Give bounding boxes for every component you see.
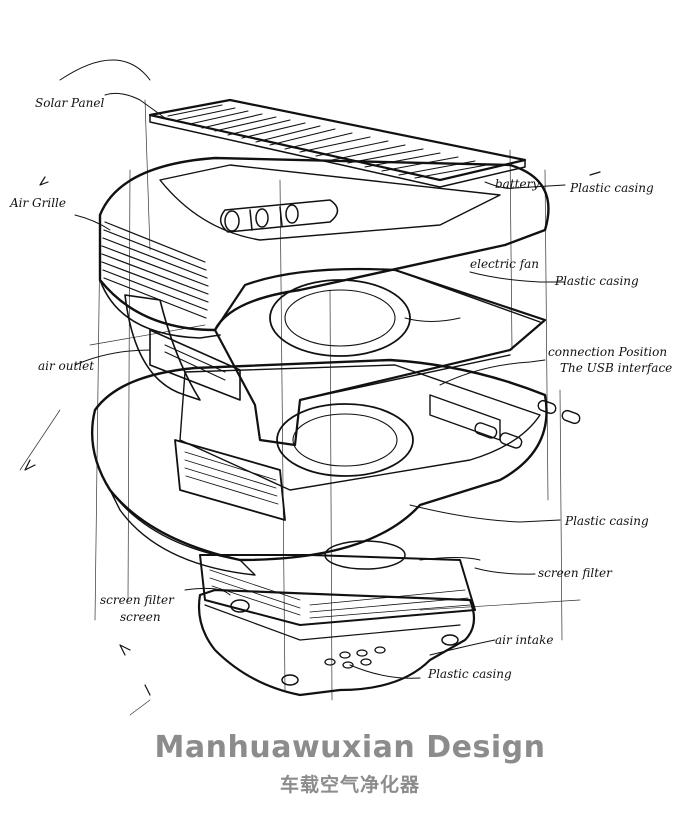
top-casing — [98, 156, 550, 339]
leader-lines — [59, 59, 566, 679]
base-casing — [197, 588, 476, 697]
label-usb-interface: The USB interface — [560, 361, 672, 375]
label-plastic-casing-fan: Plastic casing — [554, 274, 639, 288]
usb-ports — [474, 399, 581, 449]
label-screen-filter-right: screen filter — [538, 566, 613, 580]
label-solar-panel: Solar Panel — [35, 96, 105, 110]
label-plastic-casing-top: Plastic casing — [569, 181, 654, 195]
middle-casing — [90, 358, 581, 576]
outlet-body — [124, 294, 241, 401]
label-plastic-casing-base: Plastic casing — [427, 667, 512, 681]
label-electric-fan: electric fan — [470, 257, 539, 271]
label-air-grille: Air Grille — [9, 196, 66, 210]
annotation-labels: Solar Panel Air Grille battery Plastic c… — [9, 96, 672, 681]
air-intake-holes — [324, 646, 386, 669]
battery-cells — [219, 199, 339, 233]
label-screen-left: screen — [120, 610, 161, 624]
label-plastic-casing-mid: Plastic casing — [564, 514, 649, 528]
fan-casing — [213, 267, 547, 447]
label-air-outlet: air outlet — [38, 359, 94, 373]
label-connection-position: connection Position — [548, 345, 667, 359]
arrow-marks — [24, 171, 601, 696]
label-air-intake: air intake — [495, 633, 553, 647]
air-grille — [101, 221, 209, 319]
solar-panel — [148, 98, 527, 188]
brand-subtitle: 车载空气净化器 — [279, 774, 420, 796]
exploded-view-sketch: Solar Panel Air Grille battery Plastic c… — [9, 59, 672, 716]
label-battery: battery — [495, 177, 539, 191]
label-screen-filter-left: screen filter — [100, 593, 175, 607]
brand-title: Manhuawuxian Design — [154, 730, 546, 765]
